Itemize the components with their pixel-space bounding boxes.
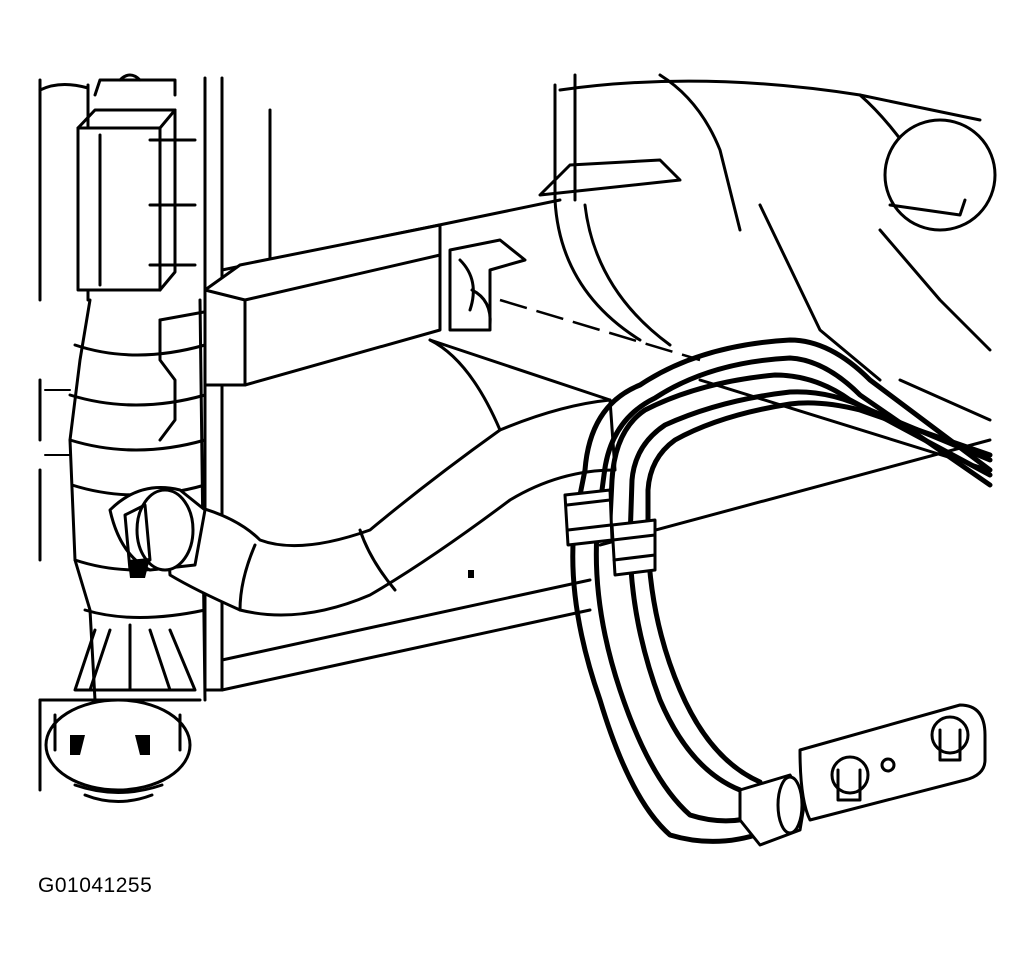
shroud-bracket-bar [203, 223, 442, 387]
cooler-lines [563, 337, 993, 844]
cooler-line-connector [738, 703, 987, 847]
retaining-clip [448, 238, 701, 362]
upper-hose-bracket [76, 73, 197, 292]
radiator-support-column [68, 298, 217, 702]
figure-id-label: G01041255 [38, 874, 153, 897]
fan-shroud-right [538, 73, 997, 547]
hose-clamp [108, 486, 207, 578]
lower-mount-cup [44, 698, 192, 803]
